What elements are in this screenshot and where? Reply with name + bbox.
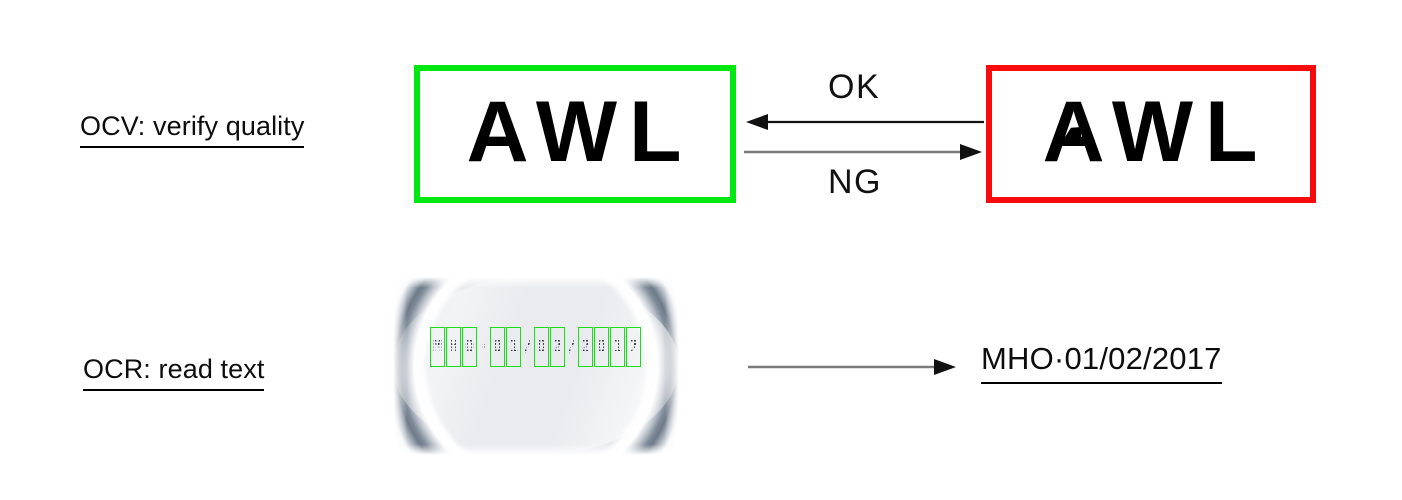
ocr-output-text: MHO·01/02/2017 — [981, 341, 1222, 384]
ocv-bad-sample-label: AWL — [1042, 84, 1270, 180]
ocr-row-label: OCR: read text — [83, 354, 265, 391]
ocr-char-glyph: H — [448, 337, 459, 357]
ocr-char-cell: 7 — [626, 327, 641, 367]
ocr-char-cell: · — [478, 327, 489, 367]
ocv-arrow-group — [744, 114, 984, 160]
ocr-char-cell: 1 — [610, 327, 625, 367]
ocv-arrow-ok-caption: OK — [828, 68, 881, 106]
ocr-char-cell: 0 — [534, 327, 549, 367]
ocr-char-glyph: 1 — [612, 337, 623, 357]
ocr-char-cell: O — [462, 327, 477, 367]
ocr-char-glyph: 0 — [536, 337, 547, 357]
ocr-char-cell: 0 — [594, 327, 609, 367]
ocr-char-glyph: 2 — [580, 337, 591, 357]
ocr-char-cell: H — [446, 327, 461, 367]
ocv-good-sample-text: AWL — [466, 84, 694, 180]
ocr-char-cell: / — [522, 327, 533, 367]
ocr-char-cell: 0 — [490, 327, 505, 367]
ocv-good-sample-box: AWL — [414, 65, 736, 203]
ocr-char-glyph: O — [464, 337, 475, 357]
ocr-char-glyph: M — [432, 337, 443, 357]
ocr-char-glyph: 0 — [492, 337, 503, 357]
ocr-char-glyph: / — [566, 337, 577, 357]
ocv-arrow-ng-icon — [744, 144, 982, 160]
ocr-arrow-icon — [748, 359, 956, 375]
ocv-arrow-ng-caption: NG — [828, 163, 882, 201]
ocr-char-glyph: · — [478, 337, 489, 357]
ocv-bad-sample-text: AWL — [1032, 89, 1269, 175]
ocr-char-glyph: 1 — [508, 337, 519, 357]
ocr-char-cell: 1 — [506, 327, 521, 367]
ocr-char-glyph: 0 — [596, 337, 607, 357]
ocr-char-glyph: 7 — [628, 337, 639, 357]
ocr-char-cell: 2 — [578, 327, 593, 367]
ocr-char-cell: 2 — [550, 327, 565, 367]
ocv-bad-sample-box: AWL — [986, 65, 1316, 203]
ocr-char-cell: M — [430, 327, 445, 367]
ocr-char-glyph: / — [522, 337, 533, 357]
ocr-char-glyph: 2 — [552, 337, 563, 357]
ocr-char-cell: / — [566, 327, 577, 367]
ocv-row-label: OCV: verify quality — [80, 111, 305, 148]
ocv-arrow-ok-icon — [746, 114, 984, 130]
